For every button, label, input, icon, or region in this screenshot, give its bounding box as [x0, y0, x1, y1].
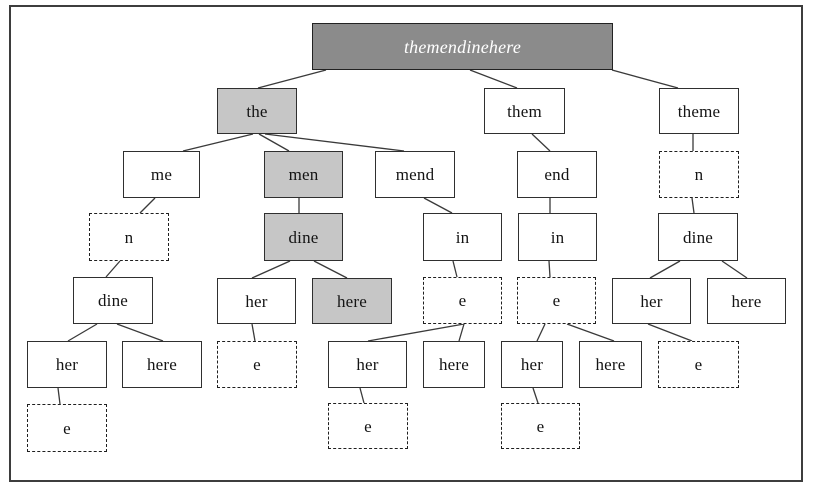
edge-dine-me-here-me	[116, 323, 164, 342]
tree-node-here-me: here	[122, 341, 202, 388]
tree-node-e-her-theme: e	[658, 341, 739, 388]
tree-node-e-mend: e	[423, 277, 502, 324]
tree-node-e-her-end: e	[501, 403, 580, 449]
tree-node-e-her-men: e	[217, 341, 297, 388]
edge-e-mend-her-mend	[367, 323, 465, 342]
tree-node-e-her-me: e	[27, 404, 107, 452]
edge-dine-theme-her-theme	[649, 260, 681, 279]
tree-node-me: me	[123, 151, 200, 198]
tree-node-here-men: here	[312, 278, 392, 324]
edge-e-end-her-end	[536, 323, 546, 342]
tree-node-the: the	[217, 88, 297, 134]
edge-e-end-here-end	[566, 323, 615, 342]
edge-dine-men-here-men	[313, 260, 348, 279]
edge-mend-in-mend	[423, 197, 453, 214]
tree-node-her-me: her	[27, 341, 107, 388]
tree-node-e-her-mend: e	[328, 403, 408, 449]
tree-node-her-end: her	[501, 341, 563, 388]
edge-n-me-dine-me	[105, 260, 121, 278]
tree-node-mend: mend	[375, 151, 455, 198]
edge-in-mend-e-mend	[452, 260, 458, 278]
tree-node-end: end	[517, 151, 597, 198]
tree-node-here-theme: here	[707, 278, 786, 324]
edge-dine-me-her-me	[67, 323, 98, 342]
tree-node-e-end: e	[517, 277, 596, 324]
tree-node-n-theme: n	[659, 151, 739, 198]
tree-node-in-mend: in	[423, 213, 502, 261]
tree-node-n-me: n	[89, 213, 169, 261]
tree-node-her-theme: her	[612, 278, 691, 324]
edge-in-end-e-end	[548, 260, 551, 278]
tree-node-dine-men: dine	[264, 213, 343, 261]
tree-node-here-end: here	[579, 341, 642, 388]
edge-the-me	[182, 133, 254, 152]
tree-node-men: men	[264, 151, 343, 198]
edge-her-me-e-her-me	[57, 387, 61, 405]
edge-her-men-e-her-men	[251, 323, 256, 342]
edge-them-end	[531, 133, 551, 152]
tree-node-root: themendinehere	[312, 23, 613, 70]
edge-dine-men-her-men	[251, 260, 291, 279]
edge-n-theme-dine-theme	[691, 197, 695, 214]
edge-her-theme-e-her-theme	[647, 323, 693, 342]
edge-her-end-e-her-end	[532, 387, 539, 404]
edge-dine-theme-here-theme	[721, 260, 748, 279]
tree-node-them: them	[484, 88, 565, 134]
tree-node-dine-theme: dine	[658, 213, 738, 261]
edge-the-men	[258, 133, 290, 152]
edge-root-the	[257, 69, 327, 89]
edge-root-them	[469, 69, 518, 89]
edge-me-n-me	[139, 197, 156, 214]
edge-root-theme	[611, 69, 679, 89]
tree-node-her-mend: her	[328, 341, 407, 388]
tree-node-theme: theme	[659, 88, 739, 134]
tree-node-her-men: her	[217, 278, 296, 324]
figure-frame	[9, 5, 803, 482]
tree-node-here-mend: here	[423, 341, 485, 388]
edge-her-mend-e-her-mend	[359, 387, 365, 404]
edge-e-mend-here-mend	[458, 323, 465, 342]
tree-node-in-end: in	[518, 213, 597, 261]
edge-the-mend	[264, 133, 405, 152]
tree-node-dine-me: dine	[73, 277, 153, 324]
